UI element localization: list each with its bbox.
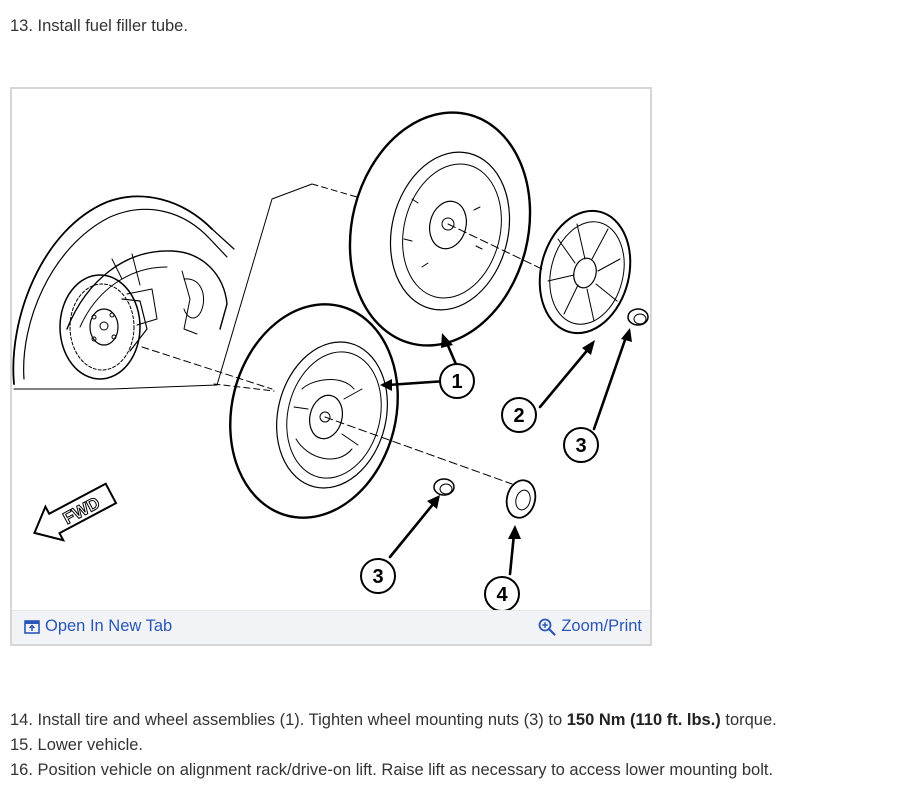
callout-3-upper: 3 (563, 427, 599, 463)
callout-1-label: 1 (451, 371, 462, 393)
callout-4-label: 4 (496, 584, 508, 606)
step-14-text-end: torque. (720, 711, 777, 729)
callout-3-lower: 3 (360, 558, 396, 594)
fwd-arrow: FWD (33, 482, 118, 542)
zoom-print-label: Zoom/Print (561, 617, 642, 635)
figure-container: 1 2 3 3 4 FWD (10, 87, 652, 646)
open-in-new-tab-icon (24, 619, 40, 634)
callout-4: 4 (484, 576, 520, 611)
magnifier-plus-icon (538, 618, 556, 636)
step-15-text: 15. Lower vehicle. (10, 736, 143, 754)
figure-footer: Open In New Tab Zoom/Print (12, 610, 650, 644)
torque-spec: 150 Nm (110 ft. lbs.) (566, 711, 721, 729)
open-in-new-tab-link[interactable]: Open In New Tab (24, 617, 172, 636)
callout-3-upper-label: 3 (575, 435, 586, 457)
zoom-print-link[interactable]: Zoom/Print (538, 617, 642, 636)
callout-2-label: 2 (513, 405, 524, 427)
step-14-text: 14. Install tire and wheel assemblies (1… (10, 710, 777, 730)
open-in-new-tab-label: Open In New Tab (45, 617, 173, 635)
wheel-installation-illustration: 1 2 3 3 4 FWD (12, 111, 649, 611)
step-14-text-start: 14. Install tire and wheel assemblies (1… (10, 711, 567, 729)
callout-1: 1 (439, 363, 475, 399)
step-13-text: 13. Install fuel filler tube. (10, 17, 188, 35)
step-16-text: 16. Position vehicle on alignment rack/d… (10, 761, 774, 779)
callout-3-lower-label: 3 (372, 566, 383, 588)
callout-2: 2 (501, 397, 537, 433)
